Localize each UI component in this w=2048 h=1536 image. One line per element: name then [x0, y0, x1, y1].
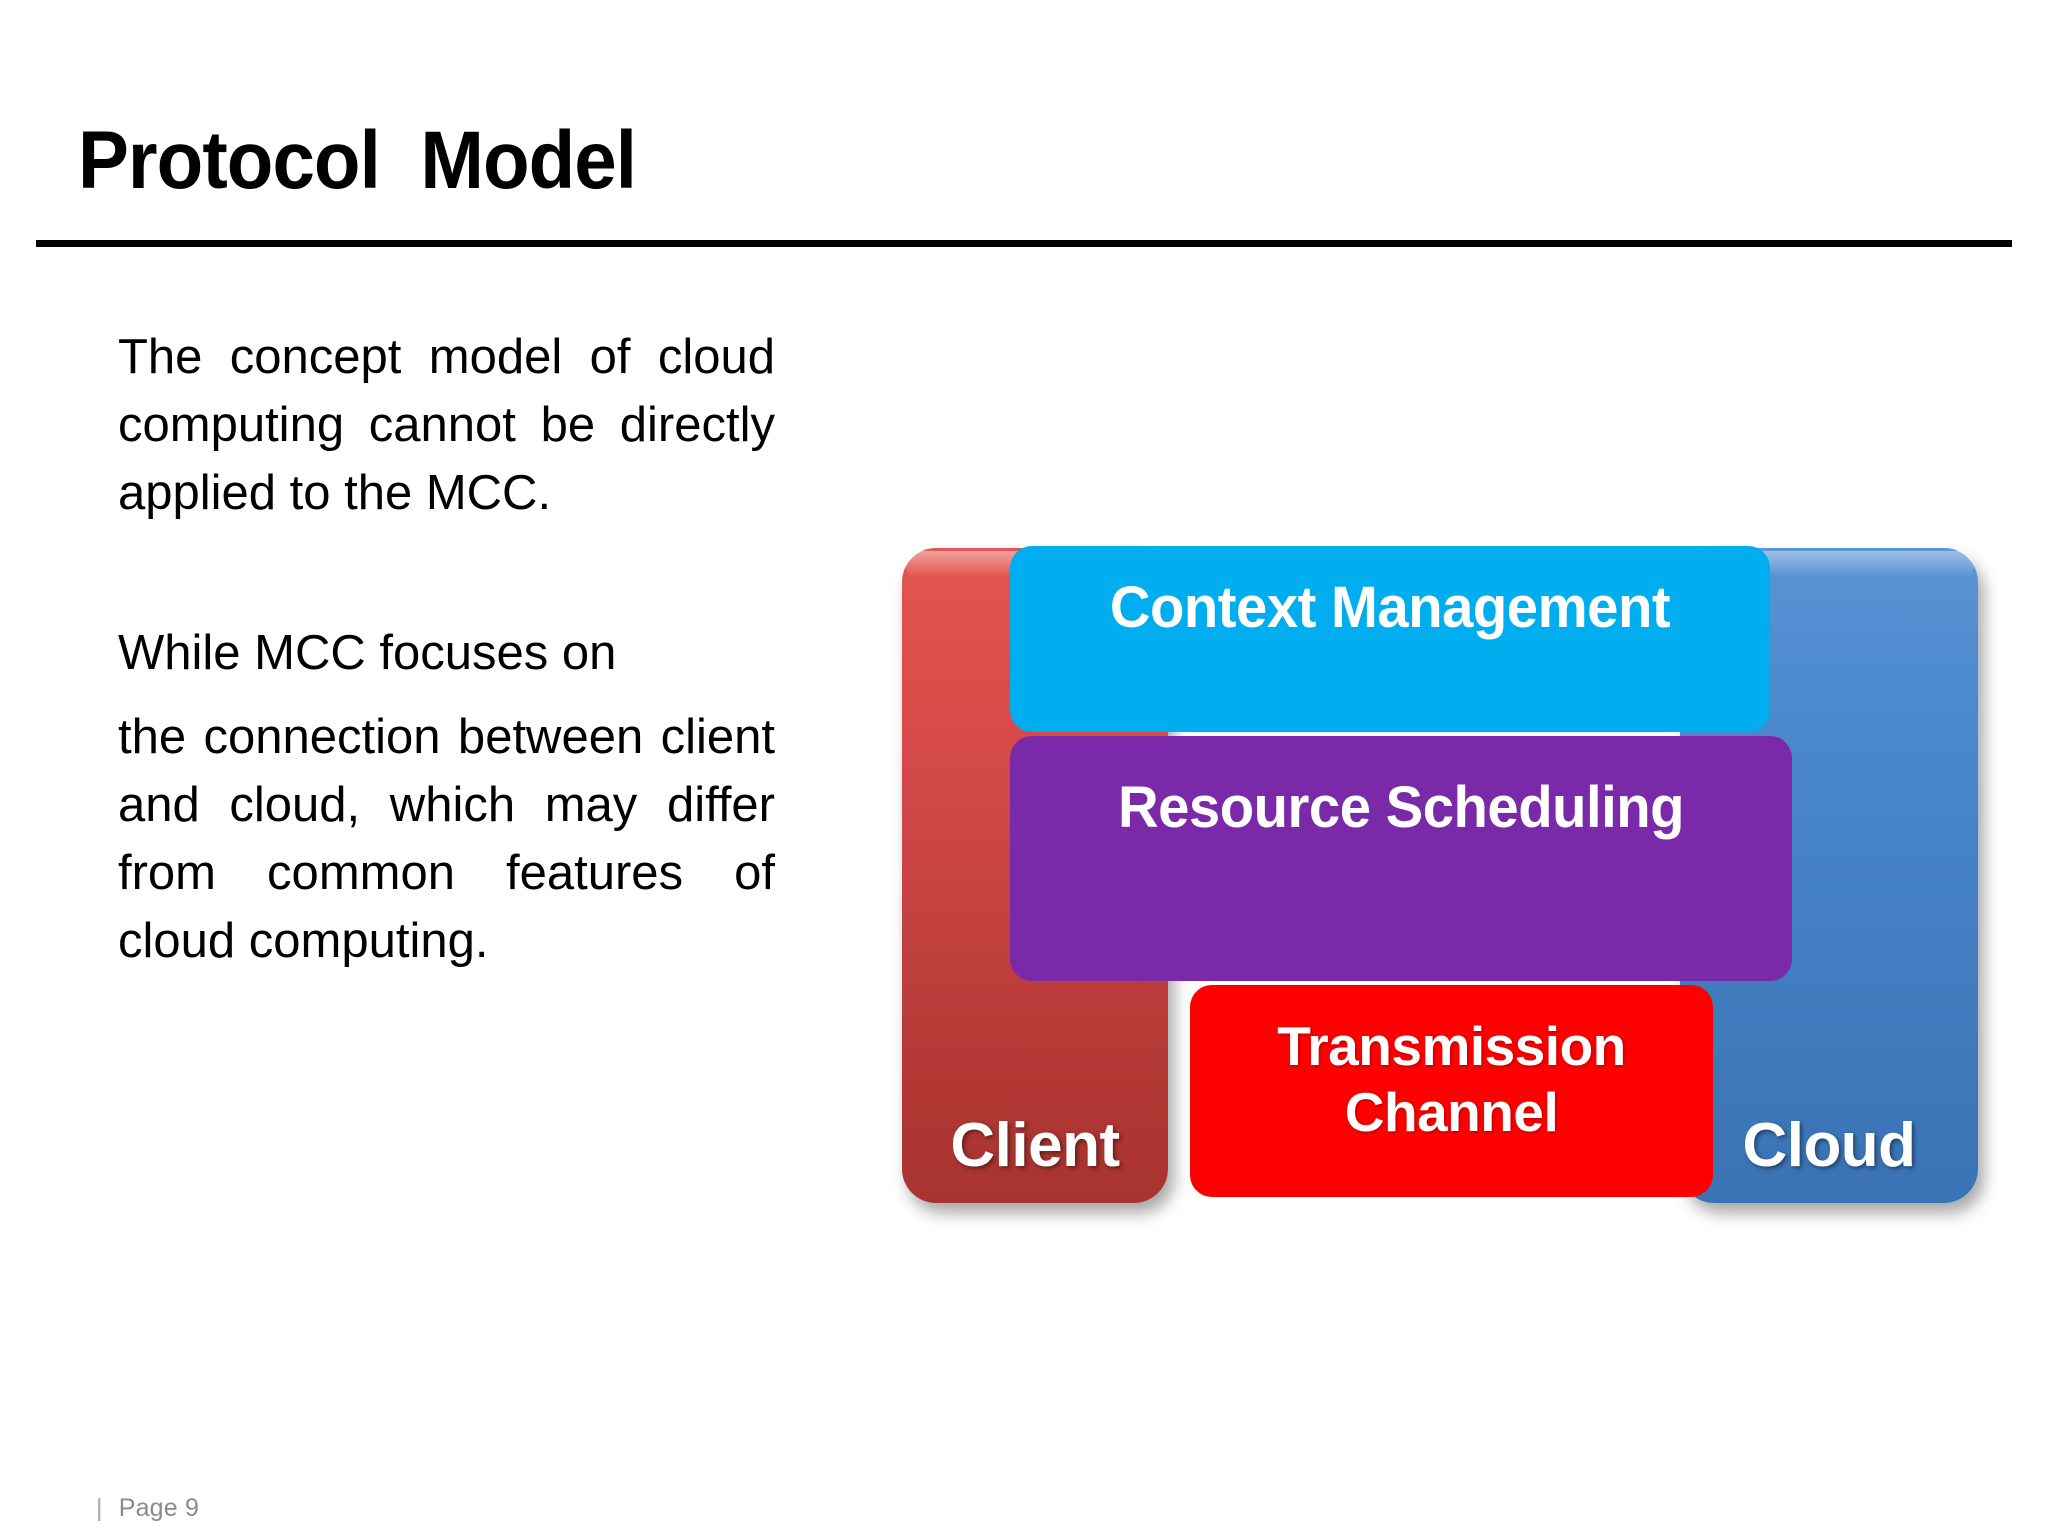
body-paragraph-2-lead: While MCC focuses on: [118, 626, 617, 680]
cloud-label: Cloud: [1742, 1111, 1916, 1180]
transmission-channel-label: Transmission Channel: [1277, 1015, 1626, 1143]
client-label: Client: [950, 1111, 1120, 1180]
transmission-channel-block: Transmission Channel: [1190, 985, 1713, 1197]
protocol-model-diagram: Client Cloud Context Management Resource…: [880, 530, 2000, 1220]
resource-scheduling-block: Resource Scheduling: [1010, 736, 1792, 981]
resource-scheduling-label: Resource Scheduling: [1117, 775, 1685, 840]
slide-footer: | Page 9: [96, 1494, 199, 1523]
body-text-column: The concept model of cloud computing can…: [118, 323, 775, 975]
context-management-label: Context Management: [1109, 575, 1671, 640]
page-number: Page 9: [118, 1494, 200, 1522]
context-management-block: Context Management: [1010, 546, 1770, 732]
body-paragraph-2-rest: the connection between client and cloud,…: [118, 710, 775, 968]
page-title: Protocol Model: [78, 115, 637, 206]
footer-separator: |: [96, 1494, 103, 1522]
body-paragraph-1: The concept model of cloud computing can…: [118, 330, 775, 520]
title-divider: [36, 240, 2012, 247]
